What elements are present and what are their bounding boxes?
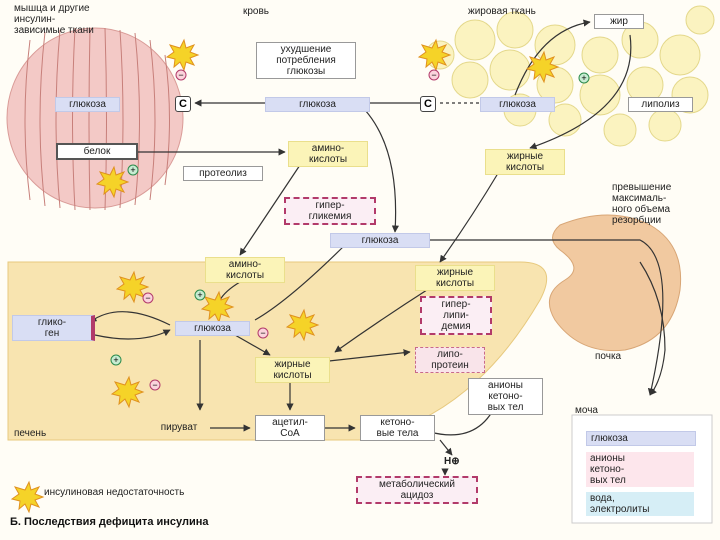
box-hyperglycemia: гипер- гликемия: [284, 197, 376, 225]
box-acetyl-coa: ацетил- CoA: [255, 415, 325, 441]
label-blood: кровь: [243, 6, 270, 17]
svg-text:−: −: [260, 328, 265, 338]
box-lipoprotein: липо- протеин: [415, 347, 485, 373]
box-glucose-fat: глюкоза: [480, 97, 555, 112]
box-ketone-bodies: кетоно- вые тела: [360, 415, 435, 441]
urine-anions: анионы кетоно- вых тел: [586, 452, 694, 487]
box-glucose-mid: глюкоза: [330, 233, 430, 248]
urine-water: вода, электролиты: [586, 492, 694, 516]
insulin-deficiency-bursts: [10, 38, 560, 514]
svg-text:+: +: [130, 165, 135, 175]
label-liver: печень: [14, 428, 47, 439]
box-proteolysis: протеолиз: [183, 166, 263, 181]
box-glucose-muscle: глюкоза: [55, 97, 120, 112]
box-fatty-acids-liver: жирные кислоты: [255, 357, 330, 383]
box-hyperlipidemia: гипер- липи- демия: [420, 296, 492, 335]
svg-text:+: +: [113, 355, 118, 365]
caption: Б. Последствия дефицита инсулина: [10, 516, 209, 528]
transporter-c-muscle: C: [175, 96, 191, 112]
box-lipolysis: липолиз: [628, 97, 693, 112]
regulation-signs: − − + + − + − + −: [110, 69, 590, 391]
box-metabolic-acidosis: метаболический ацидоз: [356, 476, 478, 504]
svg-text:−: −: [145, 293, 150, 303]
svg-text:−: −: [152, 380, 157, 390]
svg-text:+: +: [581, 73, 586, 83]
box-impaired-uptake: ухудшение потребления глюкозы: [256, 42, 356, 79]
label-muscle: мышца и другие инсулин- зависимые ткани: [14, 3, 94, 36]
label-urine: моча: [575, 405, 598, 416]
box-protein: белок: [56, 143, 138, 160]
legend-insulin: инсулиновая недостаточность: [44, 487, 185, 498]
label-adipose: жировая ткань: [468, 6, 536, 17]
adipose-tissue: [425, 5, 715, 147]
urine-glucose: глюкоза: [586, 431, 696, 446]
svg-text:−: −: [178, 70, 183, 80]
box-amino-acids-liver: амино- кислоты: [205, 257, 285, 283]
box-glucose-blood: глюкоза: [265, 97, 370, 112]
label-exceed-max: превышение максималь- ного объема резорб…: [612, 182, 672, 226]
box-fatty-acids-liver-top: жирные кислоты: [415, 265, 495, 291]
transporter-c-fat: C: [420, 96, 436, 112]
label-kidney: почка: [595, 351, 622, 362]
box-glycogen: глико- ген: [12, 315, 95, 341]
kidney-organ: [548, 214, 682, 396]
box-glucose-liver: глюкоза: [175, 321, 250, 336]
svg-text:+: +: [197, 290, 202, 300]
box-amino-acids-top: амино- кислоты: [288, 141, 368, 167]
box-anions-ketone: анионы кетоно- вых тел: [468, 378, 543, 415]
svg-text:−: −: [431, 70, 436, 80]
box-fat: жир: [594, 14, 644, 29]
muscle-tissue: [6, 27, 184, 211]
box-pyruvate: пируват: [160, 422, 198, 433]
box-fatty-acids-top: жирные кислоты: [485, 149, 565, 175]
label-h-plus: H⊕: [444, 456, 460, 467]
